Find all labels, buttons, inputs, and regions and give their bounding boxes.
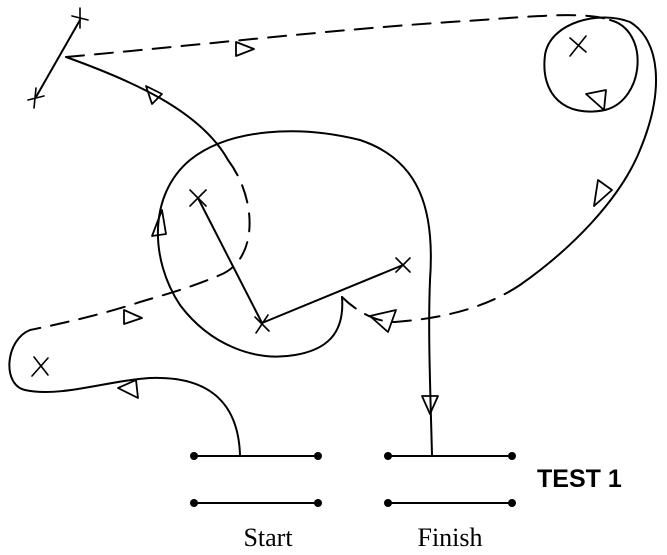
dashed-path-top (65, 14, 611, 58)
cross-icon (395, 257, 411, 273)
segment-center-vee (197, 197, 404, 324)
cross-icon (569, 35, 587, 57)
dot-icon (384, 499, 392, 507)
solid-loop-top-right (519, 16, 657, 286)
dot-icon (314, 499, 322, 507)
triangle-arrow-icon (145, 85, 163, 105)
direction-arrows (117, 41, 613, 415)
triangle-arrow-icon (421, 395, 439, 415)
dot-icon (190, 452, 198, 460)
triangle-arrow-icon (117, 379, 139, 399)
test-label: TEST 1 (537, 465, 622, 493)
cross-icon (254, 314, 270, 334)
dot-icon (508, 452, 516, 460)
waypoint-crosses (27, 7, 587, 377)
triangle-arrow-icon (369, 309, 397, 333)
dot-icon (190, 499, 198, 507)
cross-icon (189, 189, 207, 207)
cross-icon (71, 7, 89, 29)
dashed-path-right (341, 284, 521, 323)
triangle-arrow-icon (151, 209, 167, 237)
cross-icon (27, 87, 45, 109)
start-gate (190, 452, 322, 507)
finish-gate (384, 452, 516, 507)
triangle-arrow-icon (593, 179, 613, 207)
triangle-arrow-icon (123, 309, 143, 325)
cross-icon (31, 356, 49, 377)
triangle-arrow-icon (235, 41, 255, 57)
dot-icon (314, 452, 322, 460)
solid-left-hook (8, 329, 241, 456)
segment-top-left (35, 19, 81, 98)
solid-large-loop (157, 130, 433, 456)
dot-icon (508, 499, 516, 507)
finish-label: Finish (417, 523, 482, 552)
dashed-path-inner (29, 159, 251, 331)
dot-icon (384, 452, 392, 460)
start-label: Start (243, 523, 293, 552)
triangle-arrow-icon (585, 89, 607, 111)
solid-path-upper (65, 56, 229, 161)
